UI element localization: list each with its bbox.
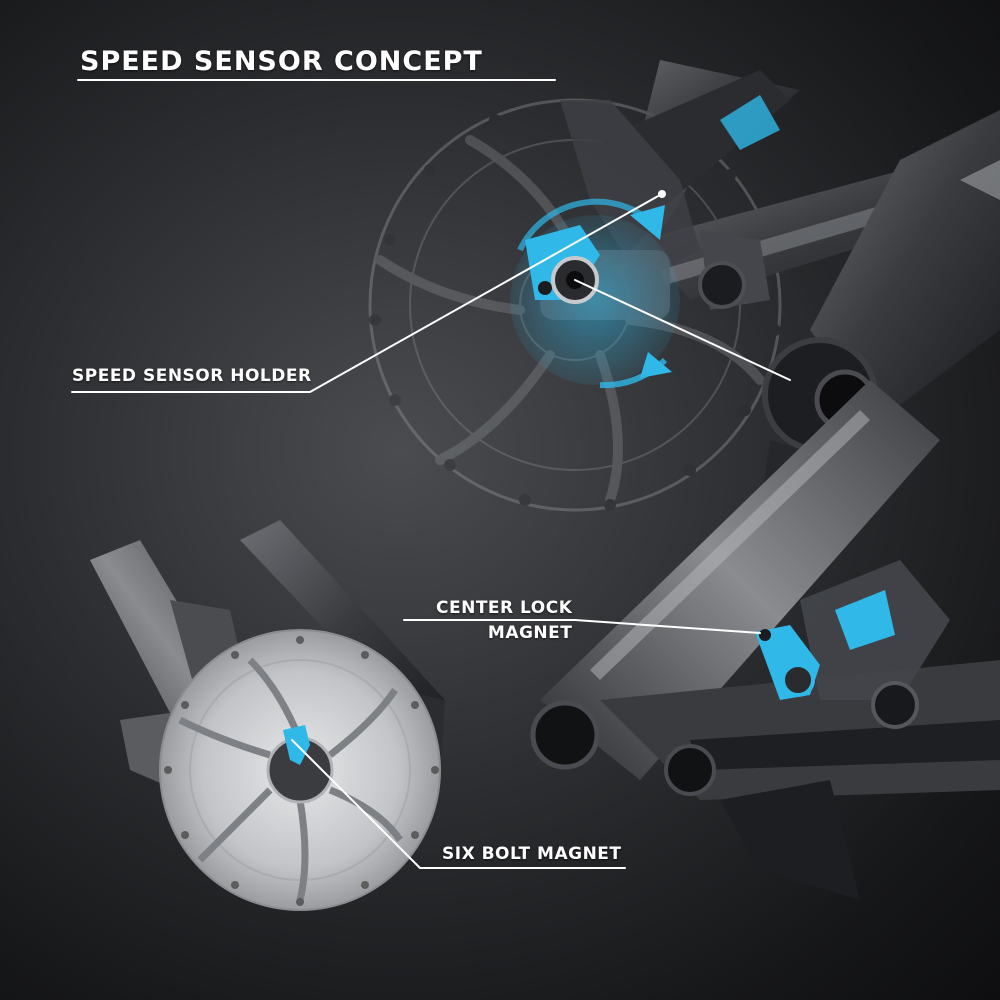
six-bolt-magnet-label: SIX BOLT MAGNET [442,844,622,864]
six-bolt-leader [291,739,626,869]
holder-leader [71,194,661,393]
speed-sensor-holder-label: SPEED SENSOR HOLDER [72,366,312,386]
center-lock-magnet-label: CENTER LOCK MAGNET [436,596,572,646]
six-bolt-rotor [159,629,441,911]
center-lock-line1: CENTER LOCK [436,598,573,618]
holder-leader-2 [574,279,791,381]
speed-sensor-holder-part [525,225,600,304]
page-title: SPEED SENSOR CONCEPT [80,46,483,77]
center-lock-leader [403,619,761,634]
lower-right-frame [530,380,1000,900]
leader-lines [71,79,791,869]
center-lock-line2: MAGNET [487,623,573,643]
